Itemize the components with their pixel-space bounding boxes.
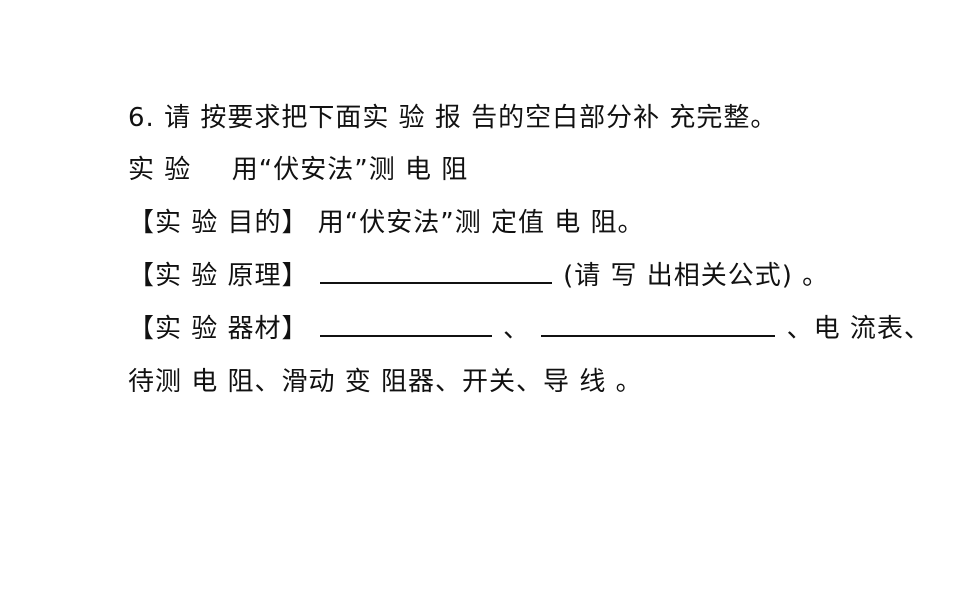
- principle-answer-blank[interactable]: [319, 256, 552, 284]
- principle-line: 【实 验 原理】 (请 写 出相关公式) 。: [128, 256, 829, 296]
- equipment-label: 【实 验 器材】: [128, 314, 309, 344]
- experiment-title-line: 实 验 用“伏安法”测 电 阻: [128, 150, 468, 190]
- equipment-text: 、电 流表、: [786, 314, 931, 344]
- experiment-label: 实 验: [128, 155, 192, 185]
- equipment-list: 待测 电 阻、滑动 变 阻器、开关、导 线 。: [128, 367, 643, 397]
- principle-label: 【实 验 原理】: [128, 261, 309, 291]
- principle-hint: (请 写 出相关公式) 。: [563, 261, 830, 291]
- equipment-answer-blank-2[interactable]: [541, 309, 776, 337]
- question-number: 6.: [128, 103, 155, 133]
- purpose-line: 【实 验 目的】 用“伏安法”测 定值 电 阻。: [128, 203, 645, 243]
- purpose-text: 用“伏安法”测 定值 电 阻。: [317, 208, 645, 238]
- equipment-line-2: 待测 电 阻、滑动 变 阻器、开关、导 线 。: [128, 362, 643, 402]
- equipment-line: 【实 验 器材】 、 、电 流表、: [128, 309, 931, 349]
- equipment-separator: 、: [503, 314, 531, 344]
- question-line: 6. 请 按要求把下面实 验 报 告的空白部分补 充完整。: [128, 98, 777, 138]
- purpose-label: 【实 验 目的】: [128, 208, 309, 238]
- equipment-answer-blank-1[interactable]: [319, 309, 492, 337]
- experiment-title: 用“伏安法”测 电 阻: [231, 155, 469, 185]
- question-prompt: 请 按要求把下面实 验 报 告的空白部分补 充完整。: [164, 103, 778, 133]
